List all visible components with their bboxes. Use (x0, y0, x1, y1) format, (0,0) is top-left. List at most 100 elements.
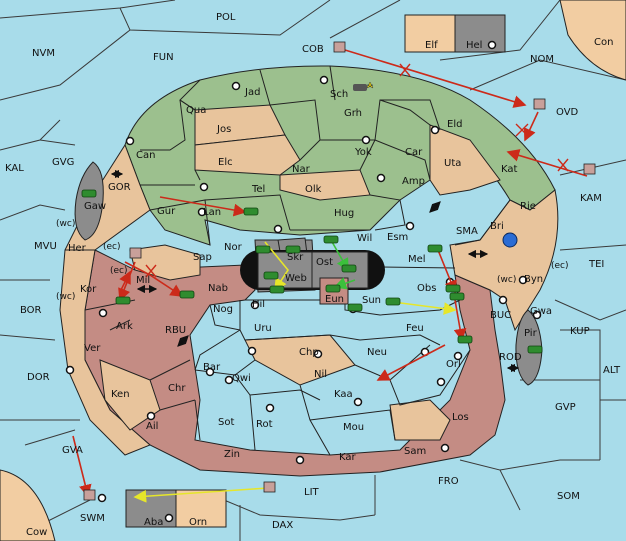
coast-marker-wc: (wc) (56, 292, 75, 302)
label-rod: ROD (499, 352, 522, 363)
label-chr: Chr (168, 383, 186, 394)
label-gur: Gur (157, 206, 176, 217)
label-gvg: GVG (52, 157, 74, 168)
label-mvu: MVU (34, 241, 57, 252)
label-orn: Orn (189, 517, 207, 528)
label-sam: Sam (404, 446, 426, 457)
label-ost: Ost (316, 257, 333, 268)
label-web: Web (285, 273, 307, 284)
label-kat: Kat (501, 164, 518, 175)
label-jos: Jos (216, 124, 231, 135)
label-hel: Hel (466, 40, 482, 51)
coast-labels: (wc) (ec) (ec) (wc) (wc) (ec) (56, 219, 569, 302)
label-eld: Eld (447, 119, 462, 130)
label-olk: Olk (305, 184, 322, 195)
label-grh: Grh (344, 108, 362, 119)
label-elf: Elf (425, 40, 438, 51)
label-kal: KAL (5, 163, 24, 174)
label-esm: Esm (387, 232, 408, 243)
label-con: Con (594, 37, 613, 48)
label-ver: Ver (84, 343, 101, 354)
label-gwa: Gwa (530, 306, 552, 317)
label-ail: Ail (146, 421, 158, 432)
label-elc: Elc (218, 157, 233, 168)
land-elf[interactable] (404, 14, 456, 53)
label-lit: LIT (304, 487, 320, 498)
label-aba: Aba (144, 517, 163, 528)
label-nog: Nog (213, 304, 233, 315)
label-orl: Orl (446, 359, 461, 370)
label-fun: FUN (153, 52, 174, 63)
label-ken: Ken (111, 389, 130, 400)
label-amp: Amp (402, 176, 425, 187)
supply-centers (65, 40, 542, 523)
land-orn[interactable] (175, 489, 227, 528)
label-qwi: Qwi (232, 373, 251, 384)
label-som: SOM (557, 491, 580, 502)
adjacency-arrows (110, 169, 520, 373)
label-sma: SMA (456, 226, 478, 237)
label-alt: ALT (603, 365, 621, 376)
label-car: Car (405, 147, 423, 158)
land-gaw[interactable] (74, 161, 104, 241)
label-kaa: Kaa (334, 389, 353, 400)
label-uru: Uru (254, 323, 272, 334)
coast-marker-ec: (ec) (551, 261, 569, 271)
label-mou: Mou (343, 422, 364, 433)
label-gaw: Gaw (84, 201, 106, 212)
label-obs: Obs (417, 283, 436, 294)
label-neu: Neu (367, 347, 387, 358)
label-gva: GVA (62, 445, 83, 456)
label-rbu: RBU (165, 325, 186, 336)
label-rie: Rie (520, 201, 536, 212)
label-ark: Ark (116, 321, 133, 332)
label-nil: Nil (314, 369, 327, 380)
label-cow: Cow (26, 527, 47, 538)
label-sun: Sun (362, 295, 381, 306)
cut-markers (145, 63, 569, 278)
label-qua: Qua (186, 105, 206, 116)
units (81, 41, 596, 501)
label-chp: Chp (299, 347, 319, 358)
label-sap: Sap (193, 252, 212, 263)
label-cob: COB (302, 44, 324, 55)
coast-marker-wc: (wc) (497, 275, 516, 285)
label-gvp: GVP (555, 402, 576, 413)
label-nar: Nar (292, 164, 311, 175)
label-nom: NOM (530, 54, 554, 65)
label-dax: DAX (272, 520, 293, 531)
label-byn: Byn (524, 274, 543, 285)
land-sap-south (129, 244, 201, 281)
label-tei: TEI (588, 259, 604, 270)
label-yok: Yok (354, 147, 372, 158)
label-dor: DOR (27, 372, 50, 383)
label-kam: KAM (580, 193, 602, 204)
coast-marker-wc: (wc) (56, 219, 75, 229)
land-hel[interactable] (454, 14, 506, 53)
label-skr: Skr (287, 252, 304, 263)
label-kor: Kor (80, 284, 97, 295)
land-ail-west (99, 359, 161, 431)
label-mel: Mel (408, 254, 426, 265)
label-pol: POL (216, 12, 236, 23)
label-sch: Sch (330, 89, 348, 100)
coast-marker-ec: (ec) (103, 242, 121, 252)
label-zin: Zin (224, 449, 240, 460)
label-hug: Hug (334, 208, 354, 219)
label-wil: Wil (357, 233, 372, 244)
label-bar: Bar (203, 362, 221, 373)
label-jad: Jad (244, 87, 260, 98)
land-labels: Con Elf Hel Cow Aba Orn Jad Sch Qua Jos … (26, 37, 613, 538)
label-nvm: NVM (32, 48, 55, 59)
label-nor: Nor (224, 242, 243, 253)
label-can: Can (136, 150, 155, 161)
label-rot: Rot (256, 419, 273, 430)
label-bor: BOR (20, 305, 42, 316)
label-kup: KUP (570, 326, 590, 337)
label-buc: BUC (490, 310, 511, 321)
land-olk[interactable] (279, 169, 371, 201)
label-eun: Eun (325, 294, 344, 305)
label-hil: Hil (252, 299, 265, 310)
